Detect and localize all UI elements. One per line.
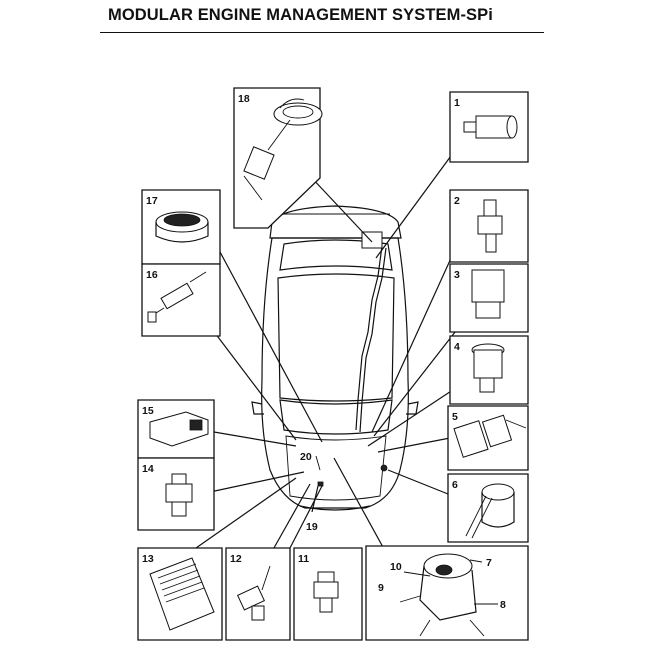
label-13: 13 bbox=[142, 553, 154, 565]
component-1: 1 bbox=[449, 91, 529, 163]
leader-lines bbox=[185, 129, 481, 561]
component-15: 15 bbox=[137, 399, 215, 459]
label-4: 4 bbox=[454, 341, 460, 353]
label-9: 9 bbox=[378, 582, 384, 594]
car-outline bbox=[251, 205, 419, 511]
label-17: 17 bbox=[146, 195, 158, 207]
label-2: 2 bbox=[454, 195, 460, 207]
component-2: 2 bbox=[449, 189, 529, 263]
component-4: 4 bbox=[449, 335, 529, 405]
label-20: 20 bbox=[300, 451, 312, 463]
component-14: 14 bbox=[137, 457, 215, 531]
component-7-10: 10 7 9 8 bbox=[365, 545, 529, 641]
label-18: 18 bbox=[238, 93, 250, 105]
marker-6 bbox=[380, 464, 388, 472]
marker-19 bbox=[317, 481, 324, 487]
component-12: 12 bbox=[225, 547, 291, 641]
component-6: 6 bbox=[447, 473, 529, 543]
component-11: 11 bbox=[293, 547, 363, 641]
label-7: 7 bbox=[486, 557, 492, 569]
page-title: MODULAR ENGINE MANAGEMENT SYSTEM-SPi bbox=[108, 6, 493, 24]
component-17: 17 bbox=[141, 189, 221, 265]
component-3: 3 bbox=[449, 263, 529, 333]
label-15: 15 bbox=[142, 405, 154, 417]
label-12: 12 bbox=[230, 553, 242, 565]
label-16: 16 bbox=[146, 269, 158, 281]
title-rule bbox=[100, 32, 544, 33]
marker-20 bbox=[315, 455, 321, 471]
component-13: 13 bbox=[137, 547, 223, 641]
label-19: 19 bbox=[306, 521, 318, 533]
label-10: 10 bbox=[390, 561, 402, 573]
label-8: 8 bbox=[500, 599, 506, 611]
label-14: 14 bbox=[142, 463, 154, 475]
label-3: 3 bbox=[454, 269, 460, 281]
component-16: 16 bbox=[141, 263, 221, 337]
label-1: 1 bbox=[454, 97, 460, 109]
label-6: 6 bbox=[452, 479, 458, 491]
component-5: 5 bbox=[447, 405, 529, 471]
label-5: 5 bbox=[452, 411, 458, 423]
component-18: 18 bbox=[233, 87, 323, 229]
label-11: 11 bbox=[298, 553, 309, 565]
